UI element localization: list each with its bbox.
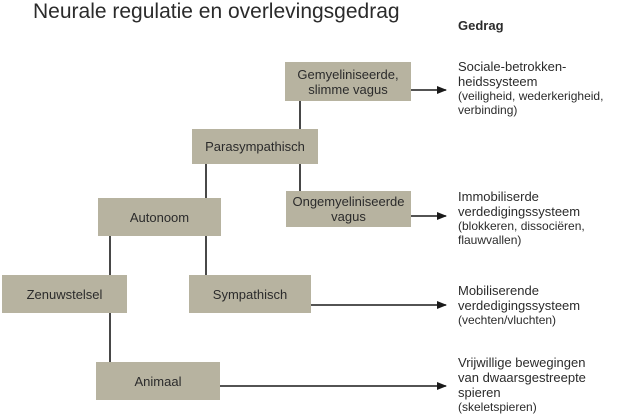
behavior-immobiliserend-detail: (blokkeren, dissociëren, flauwvallen) [458, 219, 585, 247]
box-sympathisch: Sympathisch [189, 275, 311, 313]
box-animaal: Animaal [96, 362, 220, 400]
behavior-immobiliserend-title: Immobiliserde verdedigingssysteem [458, 189, 581, 219]
behavior-column-header: Gedrag [458, 18, 504, 33]
box-autonoom-label: Autonoom [129, 209, 190, 225]
behavior-mobiliserend-detail: (vechten/vluchten) [458, 313, 557, 327]
behavior-vrijwillig-detail: (skeletspieren) [458, 400, 537, 414]
box-gemyeliniseerde-vagus: Gemyeliniseerde, slimme vagus [285, 62, 411, 101]
behavior-vrijwillig: Vrijwillige bewegingen van dwaarsgestree… [458, 355, 586, 414]
box-animaal-label: Animaal [134, 373, 182, 389]
behavior-mobiliserend: Mobiliserende verdedigingssysteem (vecht… [458, 283, 580, 327]
behavior-sociaal-title: Sociale-betrokken- heidssysteem [458, 59, 567, 89]
behavior-mobiliserend-title: Mobiliserende verdedigingssysteem [458, 283, 581, 313]
box-zenuwstelsel-label: Zenuwstelsel [26, 286, 103, 302]
box-ongemyeliniseerde-vagus: Ongemyeliniseerde vagus [286, 191, 411, 227]
diagram-title: Neurale regulatie en overlevingsgedrag [33, 0, 400, 23]
box-zenuwstelsel: Zenuwstelsel [2, 275, 127, 313]
box-sympathisch-label: Sympathisch [212, 286, 288, 302]
box-parasympathisch-label: Parasympathisch [205, 139, 305, 154]
behavior-sociaal-detail: (veiligheid, wederkerigheid, verbinding) [458, 89, 604, 117]
box-parasympathisch: Parasympathisch [192, 129, 318, 164]
box-ongemyeliniseerde-label: Ongemyeliniseerde vagus [292, 194, 405, 224]
box-gemyeliniseerde-label: Gemyeliniseerde, slimme vagus [297, 66, 399, 97]
behavior-immobiliserend: Immobiliserde verdedigingssysteem (blokk… [458, 189, 585, 247]
behavior-vrijwillig-title: Vrijwillige bewegingen van dwaarsgestree… [458, 355, 586, 400]
box-autonoom: Autonoom [98, 198, 221, 236]
behavior-sociaal: Sociale-betrokken- heidssysteem (veiligh… [458, 59, 603, 117]
